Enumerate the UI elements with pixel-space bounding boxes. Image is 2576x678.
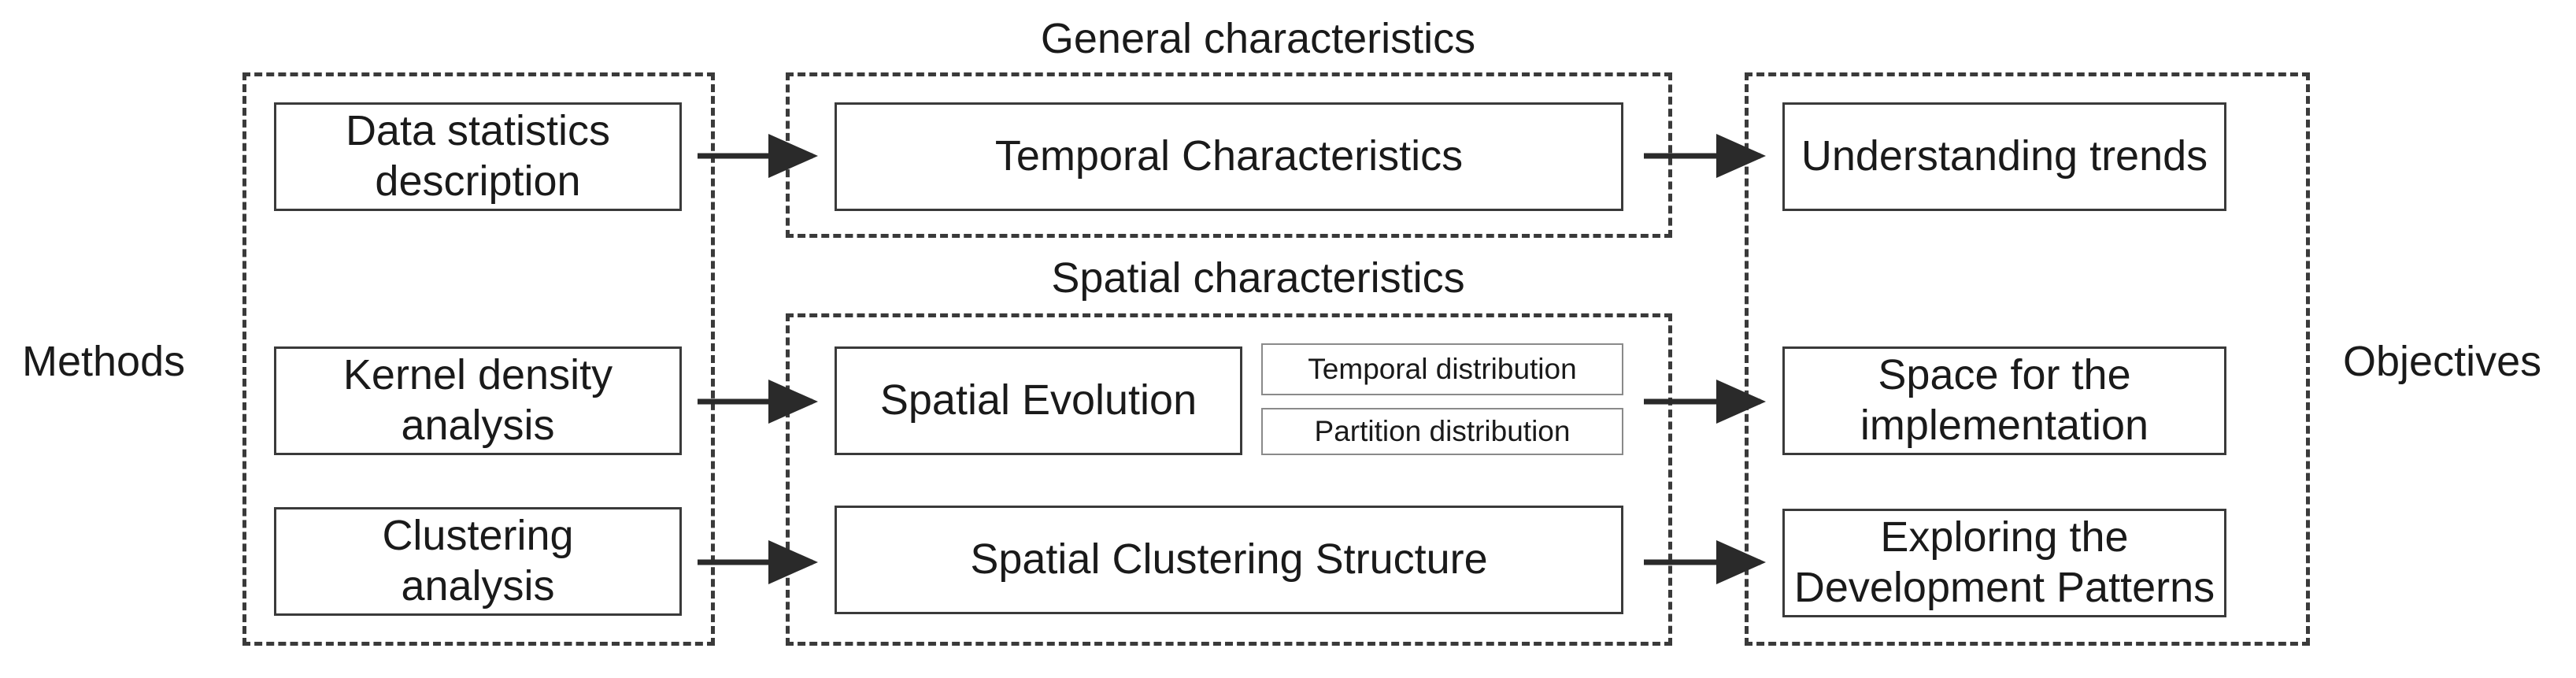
method-clustering: Clustering analysis bbox=[274, 507, 682, 616]
partition-distribution-box: Partition distribution bbox=[1261, 408, 1623, 455]
objective-space-implementation: Space for the implementation bbox=[1782, 346, 2226, 455]
objectives-group bbox=[1745, 72, 2310, 646]
objective-development-patterns: Exploring the Development Patterns bbox=[1782, 509, 2226, 617]
spatial-clustering-box: Spatial Clustering Structure bbox=[835, 506, 1623, 614]
method-kernel-density: Kernel density analysis bbox=[274, 346, 682, 455]
temporal-characteristics-box: Temporal Characteristics bbox=[835, 102, 1623, 211]
method-data-statistics: Data statistics description bbox=[274, 102, 682, 211]
temporal-distribution-box: Temporal distribution bbox=[1261, 343, 1623, 395]
spatial-characteristics-title: Spatial characteristics bbox=[1051, 254, 1465, 302]
spatial-evolution-box: Spatial Evolution bbox=[835, 346, 1242, 455]
methods-label: Methods bbox=[22, 338, 186, 385]
spatial-characteristics-group bbox=[786, 313, 1672, 646]
objectives-label: Objectives bbox=[2343, 338, 2542, 385]
objective-understanding-trends: Understanding trends bbox=[1782, 102, 2226, 211]
methods-group bbox=[242, 72, 715, 646]
general-characteristics-title: General characteristics bbox=[1040, 15, 1476, 62]
